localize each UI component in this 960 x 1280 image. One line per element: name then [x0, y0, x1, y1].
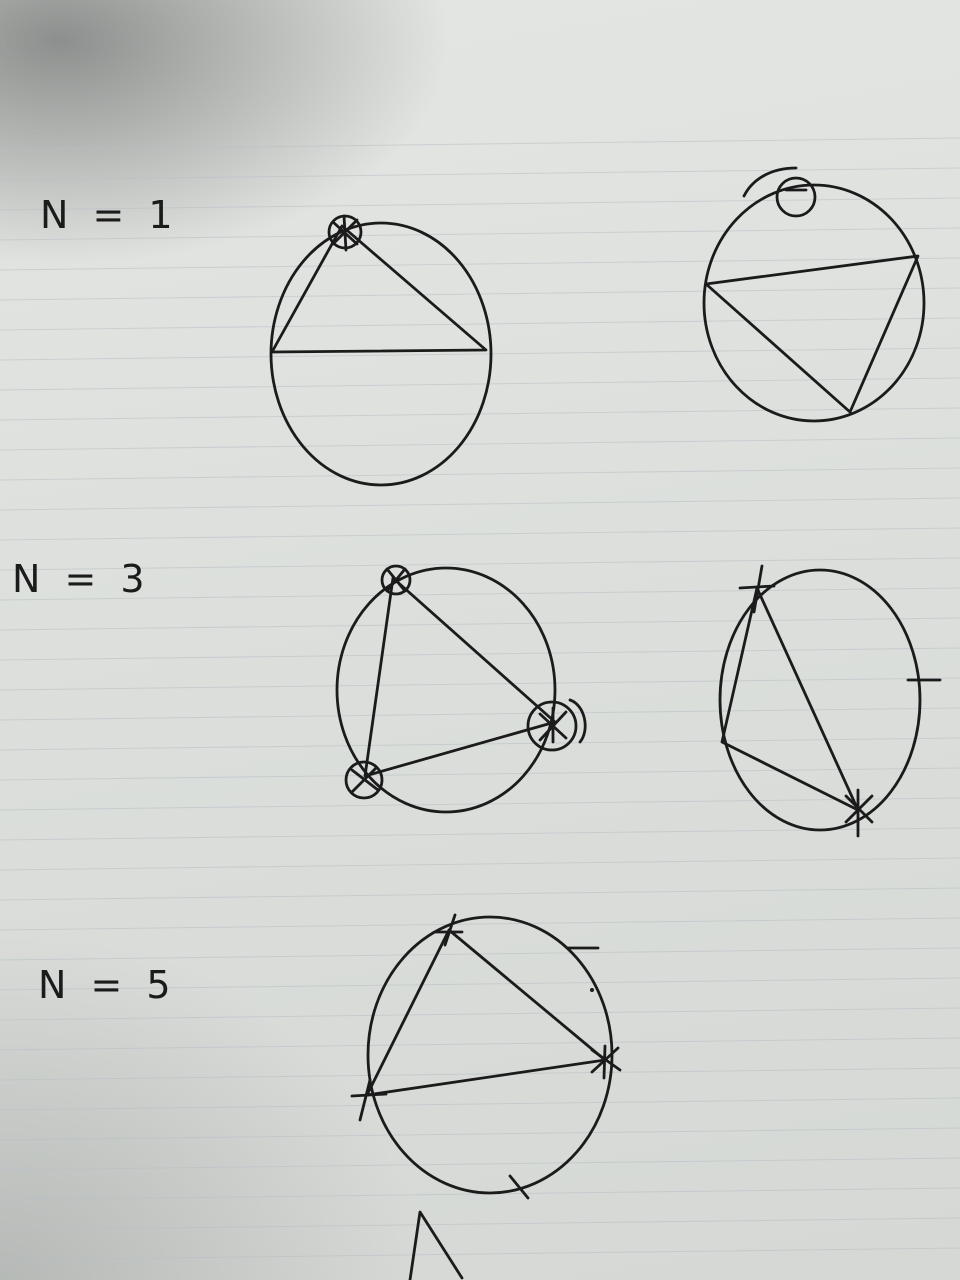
- circle: [269, 221, 493, 487]
- inscribed-triangle: [363, 576, 557, 778]
- label-n5: N = 5: [38, 963, 177, 1007]
- vertex-tick-left: [350, 1078, 388, 1122]
- ruled-line: [0, 497, 960, 511]
- ruled-line: [0, 377, 960, 391]
- ruled-line: [0, 197, 960, 211]
- vertex-tick-bottom: [844, 788, 874, 838]
- ruled-line: [0, 257, 960, 271]
- ruled-line: [0, 1217, 960, 1231]
- ruled-line: [0, 557, 960, 571]
- circle: [718, 568, 922, 832]
- diagram-n5: [350, 913, 622, 1200]
- vertex-star-right: [590, 1044, 622, 1080]
- vertex-arc-right: [568, 698, 587, 744]
- diagram-n1-left: [269, 214, 493, 487]
- vertex-star-marker: [331, 214, 359, 252]
- point-dot: [590, 988, 594, 992]
- inscribed-triangle: [365, 928, 607, 1097]
- ruled-line: [0, 527, 960, 541]
- rotation-arc: [742, 166, 798, 198]
- ruled-line: [0, 947, 960, 961]
- ruled-line: [0, 137, 960, 151]
- ruled-line: [0, 707, 960, 721]
- ruled-line: [0, 677, 960, 691]
- vertex-tick-top: [434, 913, 464, 947]
- vertex-circle-marker-bottom: [344, 760, 384, 800]
- vertex-tick-top: [738, 564, 776, 614]
- ruled-line: [0, 917, 960, 931]
- circle: [335, 566, 557, 814]
- inscribed-triangle: [704, 254, 920, 414]
- ruled-line: [0, 857, 960, 871]
- circle: [702, 183, 926, 423]
- vertex-circle-marker-top: [380, 564, 412, 596]
- diagram-n3-right: [718, 564, 942, 838]
- partial-sketch-bottom: [408, 1210, 464, 1280]
- ruled-line: [0, 347, 960, 361]
- ruled-lines: [0, 137, 960, 1261]
- ruled-line: [0, 767, 960, 781]
- ruled-line: [0, 1007, 960, 1021]
- ruled-line: [0, 467, 960, 481]
- ruled-line: [0, 1187, 960, 1201]
- ruled-line: [0, 977, 960, 991]
- ruled-line: [0, 1037, 960, 1051]
- diagram-n3-left: [335, 564, 587, 814]
- ruled-line: [0, 887, 960, 901]
- ruled-line: [0, 167, 960, 181]
- ruled-line: [0, 797, 960, 811]
- ruled-line: [0, 317, 960, 331]
- point-tick-bottom: [508, 1174, 530, 1200]
- vertex-star-marker-right: [538, 706, 568, 744]
- circle: [366, 915, 614, 1195]
- point-circle-marker: [775, 176, 817, 218]
- ruled-line: [0, 1097, 960, 1111]
- ruled-line: [0, 1127, 960, 1141]
- vertex-star-marker-top: [385, 567, 407, 593]
- ruled-line: [0, 827, 960, 841]
- ruled-line: [0, 437, 960, 451]
- inscribed-triangle: [720, 586, 860, 812]
- ruled-line: [0, 1067, 960, 1081]
- ruled-line: [0, 1247, 960, 1261]
- label-n3: N = 3: [12, 557, 151, 601]
- ruled-line: [0, 227, 960, 241]
- inscribed-triangle: [270, 224, 488, 354]
- diagram-n1-right: [702, 166, 926, 423]
- vertex-star-marker-bottom: [350, 766, 380, 794]
- ruled-line: [0, 1157, 960, 1171]
- label-n1: N = 1: [40, 193, 179, 237]
- vertex-circle-marker-right: [526, 700, 578, 752]
- ruled-line: [0, 587, 960, 601]
- ruled-line: [0, 617, 960, 631]
